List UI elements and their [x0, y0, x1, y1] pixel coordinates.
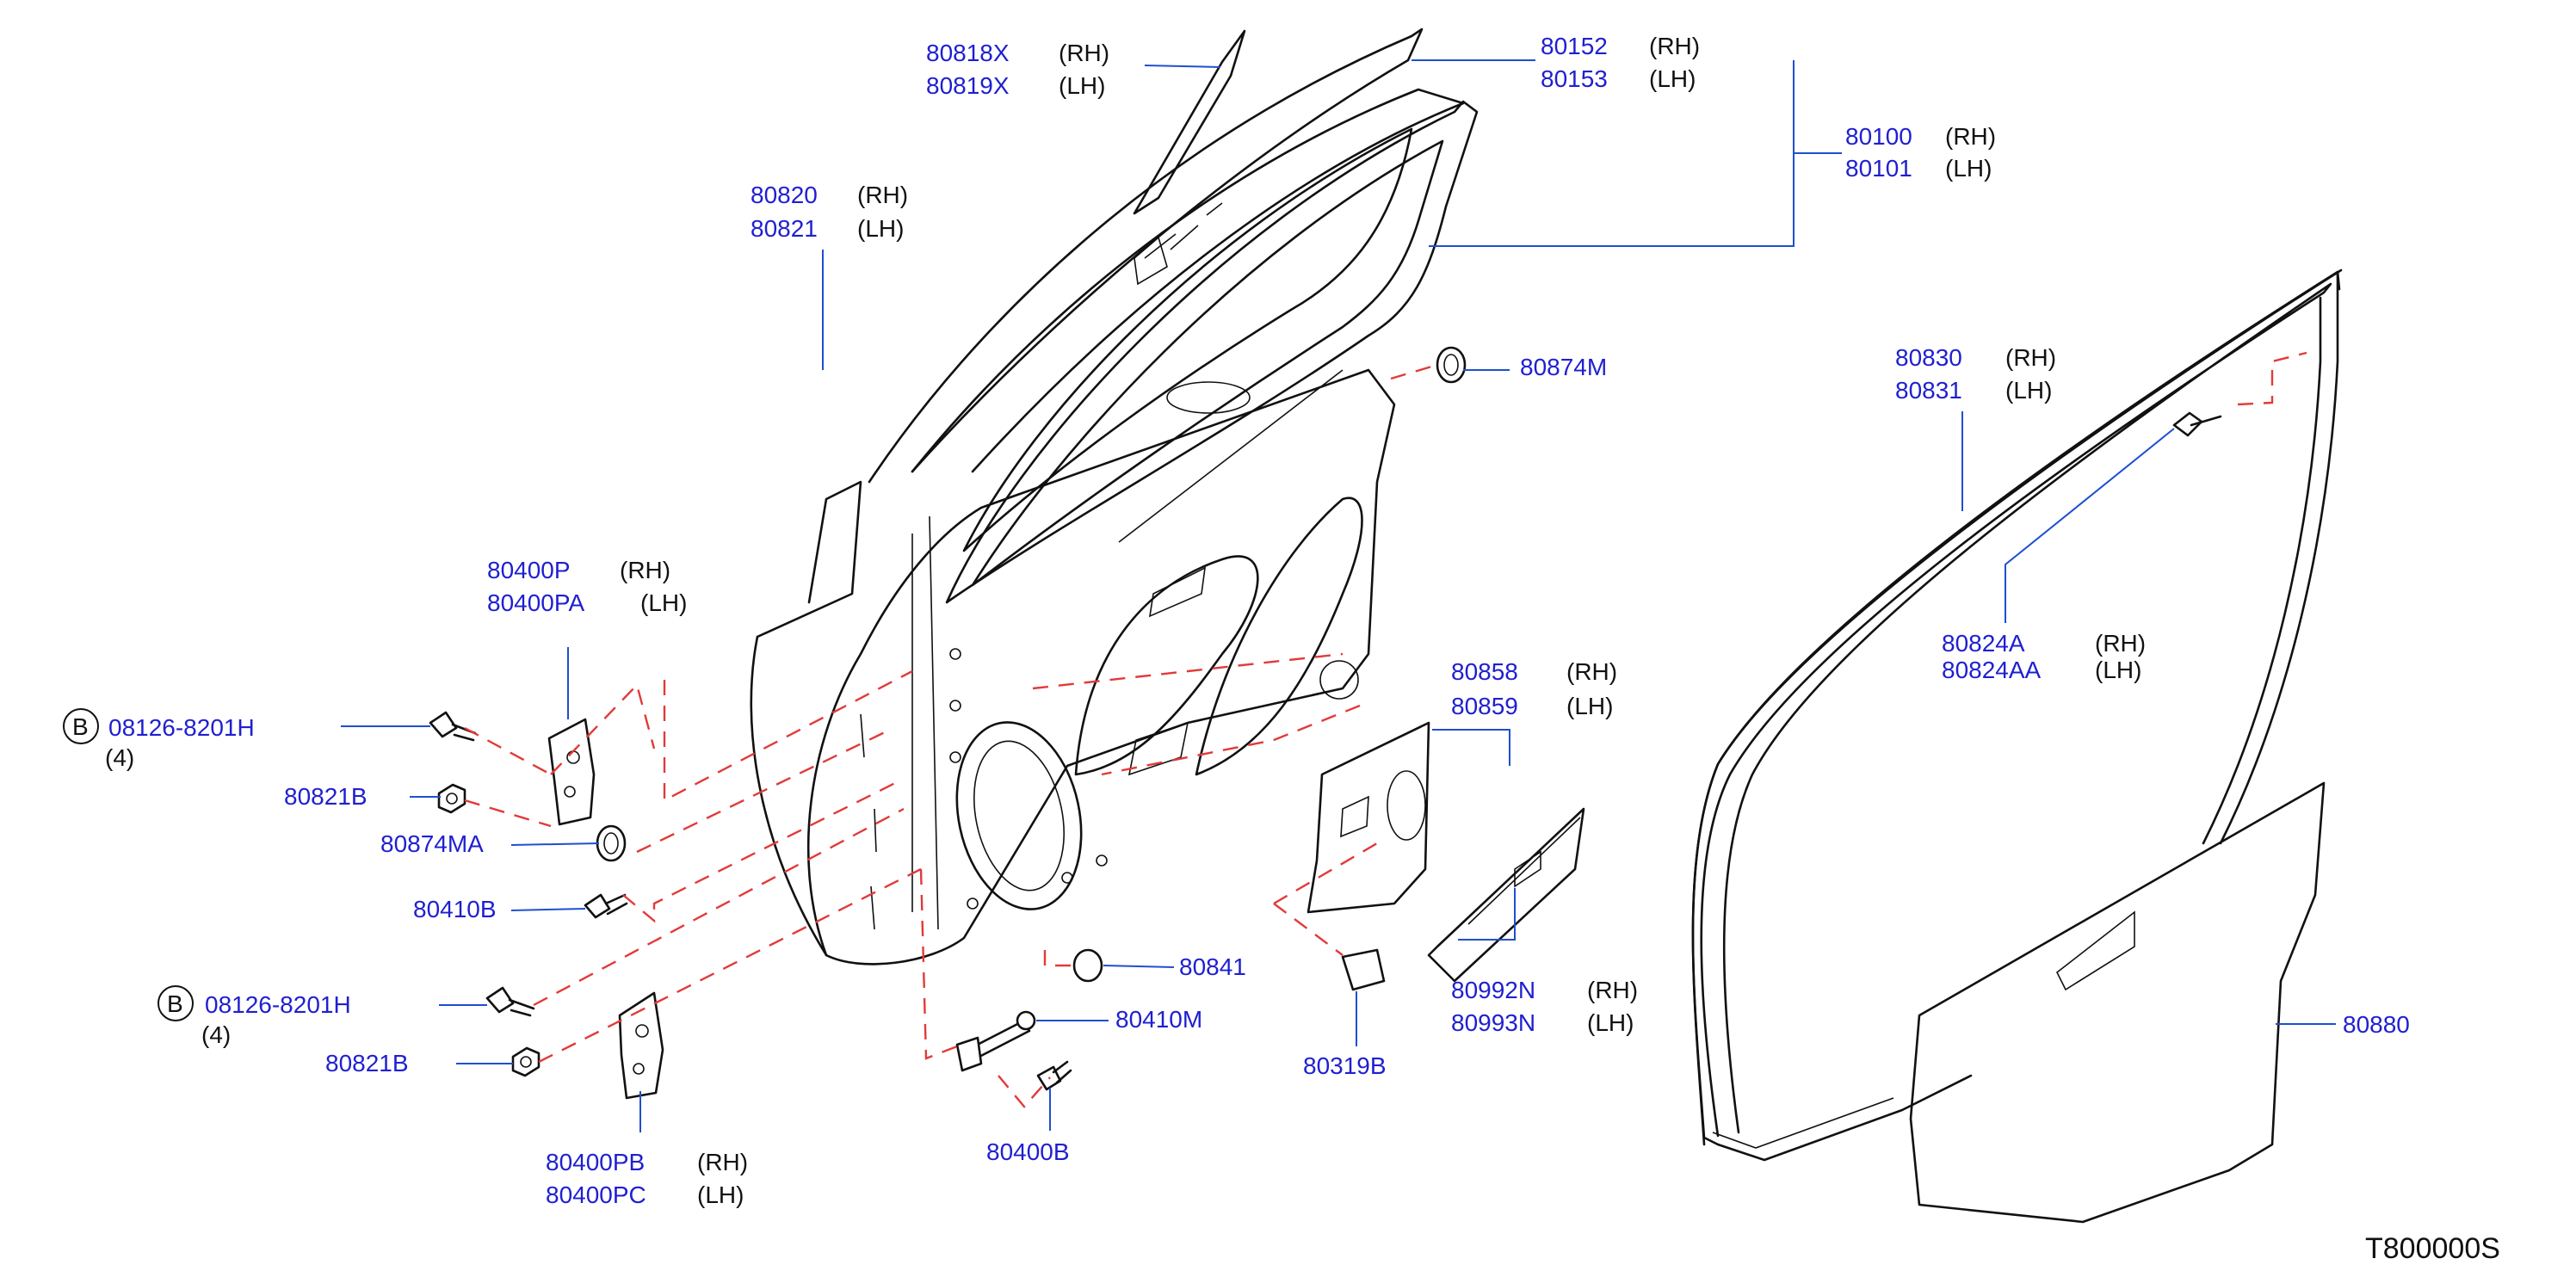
side-label: (RH) — [1649, 33, 1700, 59]
side-label: (RH) — [1945, 123, 1996, 150]
part-number: 80824AA — [1942, 657, 2042, 683]
grommet-80874ma-icon — [596, 824, 627, 862]
callout-80858: 80858 (RH) 80859 (LH) — [1451, 658, 1617, 719]
upper-hinge — [547, 718, 596, 826]
motor-cover — [1427, 807, 1585, 983]
part-number: 80101 — [1845, 155, 1912, 182]
part-number: 80830 — [1895, 344, 1962, 371]
part-number: 80818X — [926, 40, 1010, 66]
part-number: 80824A — [1942, 630, 2025, 657]
part-number: 80400P — [487, 557, 571, 583]
quantity: (4) — [105, 744, 134, 771]
side-label: (RH) — [620, 557, 670, 583]
door-line-art — [429, 28, 2343, 1224]
part-number: 80153 — [1541, 65, 1608, 92]
side-label: (LH) — [697, 1181, 744, 1208]
part-number-80821b-upper: 80821B — [284, 783, 368, 810]
side-label: (RH) — [857, 182, 908, 208]
side-label: (LH) — [1945, 155, 1992, 182]
bolt-80400b-icon — [1036, 1060, 1072, 1091]
part-number-80400b: 80400B — [986, 1138, 1070, 1165]
callout-80152: 80152 (RH) 80153 (LH) — [1541, 33, 1700, 92]
door-sash — [868, 28, 1424, 484]
bolt-lower-icon — [485, 986, 535, 1017]
part-number-80319b: 80319B — [1303, 1052, 1387, 1079]
bolt-badge-letter: B — [72, 713, 89, 740]
part-number: 80400PB — [546, 1149, 645, 1175]
part-number: 80992N — [1451, 977, 1535, 1003]
bolt-badge — [63, 708, 99, 744]
side-label: (RH) — [697, 1149, 748, 1175]
callout-80824a: 80824A (RH) 80824AA (LH) — [1942, 630, 2146, 683]
side-label: (LH) — [857, 215, 904, 242]
part-number: 80100 — [1845, 123, 1912, 150]
callout-80992n: 80992N (RH) 80993N (LH) — [1451, 977, 1638, 1036]
regulator-plate — [1307, 721, 1430, 914]
lower-hinge — [618, 991, 664, 1100]
part-number-80410m: 80410M — [1115, 1006, 1202, 1033]
callout-bolt-upper: B 08126-8201H (4) — [63, 708, 255, 771]
side-label: (RH) — [2005, 344, 2056, 371]
part-number: 80831 — [1895, 377, 1962, 404]
bolt-badge-letter: B — [167, 990, 183, 1017]
speaker-hole — [955, 721, 1083, 910]
callout-80400p: 80400P (RH) 80400PA (LH) — [487, 557, 687, 616]
part-number-80410b: 80410B — [413, 896, 497, 922]
part-number: 08126-8201H — [205, 991, 351, 1018]
assembly-dash-lines — [464, 351, 2307, 1108]
bolt-upper-icon — [429, 711, 477, 742]
side-label: (LH) — [1649, 65, 1696, 92]
part-number: 80821 — [751, 215, 818, 242]
part-number: 80400PC — [546, 1181, 646, 1208]
part-number: 08126-8201H — [108, 714, 255, 741]
part-number: 80819X — [926, 72, 1010, 99]
callout-80818x: 80818X (RH) 80819X (LH) — [926, 40, 1109, 99]
part-number-80841: 80841 — [1179, 953, 1246, 980]
side-label: (LH) — [2095, 657, 2141, 683]
part-number-80880: 80880 — [2343, 1011, 2410, 1038]
window-frame — [945, 100, 1479, 604]
clip-80824a-icon — [2172, 411, 2222, 437]
door-check-link-icon — [955, 1010, 1036, 1072]
catalog-id: T800000S — [2365, 1232, 2500, 1265]
door-weatherstrip — [1700, 282, 2332, 1138]
part-number: 80152 — [1541, 33, 1608, 59]
part-number-80821b-lower: 80821B — [325, 1050, 409, 1077]
side-label: (LH) — [2005, 377, 2052, 404]
quantity: (4) — [201, 1021, 231, 1048]
side-label: (RH) — [2095, 630, 2146, 657]
single-callouts: 80874M 80821B 80874MA 80410B 80841 80410… — [284, 354, 2410, 1165]
callout-80830: 80830 (RH) 80831 (LH) — [1895, 344, 2056, 404]
plug-80841-icon — [1072, 948, 1103, 983]
nut-80821b-upper-icon — [437, 783, 466, 814]
clip-80319b — [1341, 948, 1386, 991]
side-label: (LH) — [640, 589, 687, 616]
grommet-80874m-icon — [1436, 346, 1467, 384]
callout-80100: 80100 (RH) 80101 (LH) — [1845, 123, 1996, 182]
part-number: 80858 — [1451, 658, 1518, 685]
part-number-80874m: 80874M — [1520, 354, 1607, 380]
part-number: 80859 — [1451, 693, 1518, 719]
callout-bolt-lower: B 08126-8201H (4) — [158, 985, 351, 1048]
nut-80821b-lower-icon — [511, 1046, 541, 1077]
door-glass — [962, 127, 1413, 552]
seal-trim-outer — [1691, 268, 2343, 1146]
side-label: (LH) — [1566, 693, 1613, 719]
side-label: (RH) — [1566, 658, 1617, 685]
leader-lines — [341, 59, 2336, 1132]
callout-80820: 80820 (RH) 80821 (LH) — [751, 182, 908, 242]
side-label: (LH) — [1587, 1009, 1634, 1036]
part-number: 80400PA — [487, 589, 584, 616]
bolt-80410b-icon — [584, 893, 628, 919]
callout-80400pb: 80400PB (RH) 80400PC (LH) — [546, 1149, 748, 1208]
side-label: (RH) — [1059, 40, 1109, 66]
part-number: 80820 — [751, 182, 818, 208]
bolt-badge — [158, 985, 194, 1021]
side-label: (RH) — [1587, 977, 1638, 1003]
part-number-80874ma: 80874MA — [380, 830, 484, 857]
side-label: (LH) — [1059, 72, 1105, 99]
door-trim-board — [1909, 781, 2326, 1224]
part-number: 80993N — [1451, 1009, 1535, 1036]
